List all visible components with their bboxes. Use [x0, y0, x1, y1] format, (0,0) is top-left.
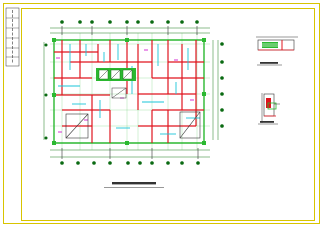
grid-bubble [150, 161, 154, 165]
grid-bubbles-top [60, 20, 199, 24]
grid-bubble [125, 20, 129, 24]
grid-bubble [166, 161, 170, 165]
grid-bubble [136, 20, 140, 24]
grid-bubble [90, 20, 94, 24]
grid-bubble [108, 20, 112, 24]
grid-bubble [220, 92, 224, 96]
drawing-sheet [3, 3, 320, 224]
detail-top-caption-bar [260, 62, 278, 64]
grid-bubble [180, 161, 184, 165]
grid-bubble [220, 108, 224, 112]
grid-bubble [196, 161, 200, 165]
dimension-ticks [61, 26, 199, 159]
detail-bottom [258, 93, 280, 125]
detail-top-fill [262, 42, 278, 48]
grid-bubble [44, 43, 48, 47]
grid-bubble [60, 161, 64, 165]
main-plan-caption [104, 182, 164, 188]
grid-bubbles-right [220, 42, 224, 128]
elevator-diagonal [111, 87, 127, 99]
outer-border [3, 3, 320, 224]
grid-bubble [92, 161, 96, 165]
grid-bubble [220, 60, 224, 64]
stair-block [96, 68, 136, 99]
grid-bubble [76, 161, 80, 165]
grid-bubble [44, 93, 48, 97]
grid-bubble [166, 20, 170, 24]
stair-diagonal [98, 69, 109, 80]
stair-diagonal [110, 69, 121, 80]
grid-bubble [180, 20, 184, 24]
grid-bubble [44, 136, 48, 140]
partitions-cyan [58, 44, 200, 135]
detail-bottom-section [267, 102, 277, 110]
title-strip [5, 7, 20, 67]
grid-bubble [150, 20, 154, 24]
grid-bubble [78, 20, 82, 24]
stair-diagonal [122, 69, 133, 80]
grid-bubble [126, 161, 130, 165]
detail-bottom-caption-bar [260, 121, 274, 123]
grid-bubbles-left [44, 43, 48, 140]
caption-title-bar [112, 182, 156, 185]
grid-bubble [195, 20, 199, 24]
main-floor-plan [43, 20, 224, 165]
elevator-shaft [111, 87, 127, 99]
inner-border [21, 8, 315, 221]
axis-grid [50, 33, 210, 150]
grid-bubble [220, 76, 224, 80]
title-strip-frame [5, 7, 20, 67]
grid-bubble [138, 161, 142, 165]
grid-bubbles-bottom [60, 161, 200, 165]
grid-bubble [220, 42, 224, 46]
grid-bubble [60, 20, 64, 24]
interior-walls-red [54, 40, 204, 143]
detail-top [256, 36, 298, 66]
grid-bubble [220, 124, 224, 128]
cad-drawing [3, 3, 320, 224]
columns [52, 38, 206, 145]
grid-bubble [108, 161, 112, 165]
lower-stairs [65, 111, 201, 139]
